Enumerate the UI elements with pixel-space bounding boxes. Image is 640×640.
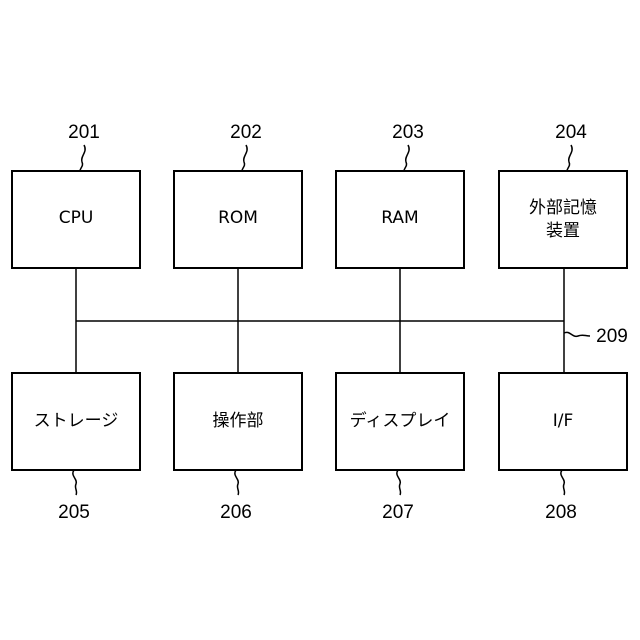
block-storage-label: ストレージ (34, 411, 119, 431)
leader-204 (567, 145, 572, 171)
ref-206: 206 (220, 502, 252, 523)
block-cpu-label: CPU (59, 208, 94, 228)
block-interface: I/F (499, 373, 627, 470)
leader-205 (73, 470, 77, 495)
ref-201: 201 (68, 122, 100, 143)
block-cpu: CPU (12, 171, 140, 268)
ref-207: 207 (382, 502, 414, 523)
block-external-storage-box (499, 171, 627, 268)
block-external-storage: 外部記憶 装置 (499, 171, 627, 268)
block-display: ディスプレイ (336, 373, 464, 470)
ref-203: 203 (392, 122, 424, 143)
block-ram-label: RAM (381, 208, 418, 228)
leader-209 (564, 332, 590, 336)
block-external-storage-label-line1: 外部記憶 (529, 198, 597, 218)
block-storage: ストレージ (12, 373, 140, 470)
ref-205: 205 (58, 502, 90, 523)
leader-201 (80, 145, 85, 171)
ref-208: 208 (545, 502, 577, 523)
leader-202 (242, 145, 247, 171)
ref-209: 209 (596, 326, 628, 347)
block-interface-label: I/F (553, 411, 574, 431)
block-rom: ROM (174, 171, 302, 268)
leader-203 (404, 145, 409, 171)
ref-204: 204 (555, 122, 587, 143)
leader-206 (235, 470, 239, 495)
bottom-leaders (73, 470, 565, 495)
leader-207 (397, 470, 401, 495)
leader-208 (561, 470, 565, 495)
block-rom-label: ROM (218, 208, 258, 228)
block-external-storage-label-line2: 装置 (546, 221, 580, 241)
block-ram: RAM (336, 171, 464, 268)
bus-connections (76, 268, 564, 373)
block-operation-unit-label: 操作部 (213, 411, 264, 431)
top-leaders (80, 145, 572, 171)
block-display-label: ディスプレイ (350, 410, 451, 431)
block-operation-unit: 操作部 (174, 373, 302, 470)
ref-202: 202 (230, 122, 262, 143)
